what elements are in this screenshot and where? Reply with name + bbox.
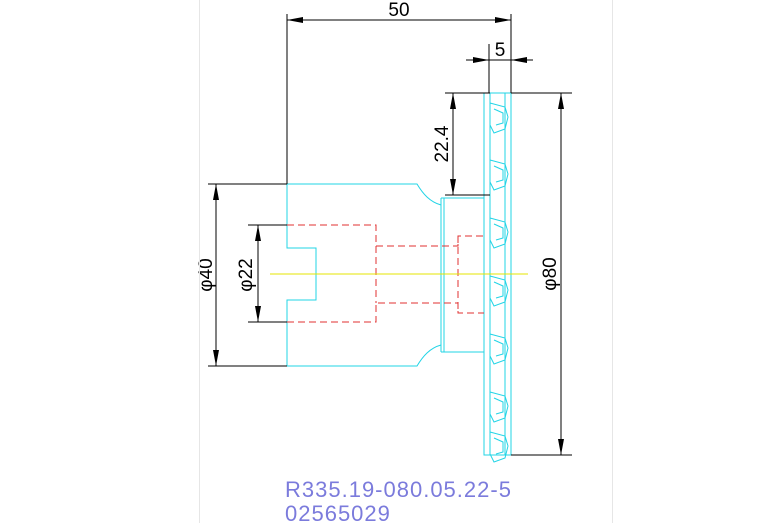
insert-tooth <box>489 275 509 307</box>
insert-tooth <box>489 159 509 191</box>
insert-tooth <box>489 391 509 423</box>
dimension-insert-width <box>466 44 533 93</box>
item-code: 02565029 <box>285 501 391 523</box>
insert-tooth-detail <box>493 108 504 126</box>
frame-line-left <box>199 0 200 523</box>
dimension-shank-diameter <box>208 183 287 367</box>
dimension-radial-height <box>445 92 490 196</box>
cutter-diameter-label: φ80 <box>540 257 561 290</box>
shank-diameter-label: φ40 <box>196 258 217 291</box>
insert-tooth <box>489 217 509 249</box>
part-number: R335.19-080.05.22-5 <box>285 477 512 502</box>
overall-length-label: 50 <box>388 0 409 21</box>
insert-tooth-detail <box>493 223 504 241</box>
insert-tooth-detail <box>493 397 504 415</box>
insert-tooth-detail <box>493 437 504 455</box>
insert-tooth <box>489 102 509 134</box>
insert-tooth <box>489 431 509 463</box>
bore-diameter-label: φ22 <box>236 258 257 291</box>
dimension-bore-diameter <box>248 224 287 323</box>
radial-height-label: 22.4 <box>432 125 453 162</box>
insert-tooth-detail <box>493 165 504 183</box>
dimension-overall-length <box>286 14 512 184</box>
insert-tooth-detail <box>493 339 504 357</box>
insert-teeth <box>489 102 509 463</box>
insert-tooth-detail <box>493 281 504 299</box>
insert-tooth <box>489 333 509 365</box>
dimension-cutter-diameter <box>511 92 572 456</box>
frame-line-right <box>612 0 613 523</box>
insert-width-label: 5 <box>495 40 506 61</box>
